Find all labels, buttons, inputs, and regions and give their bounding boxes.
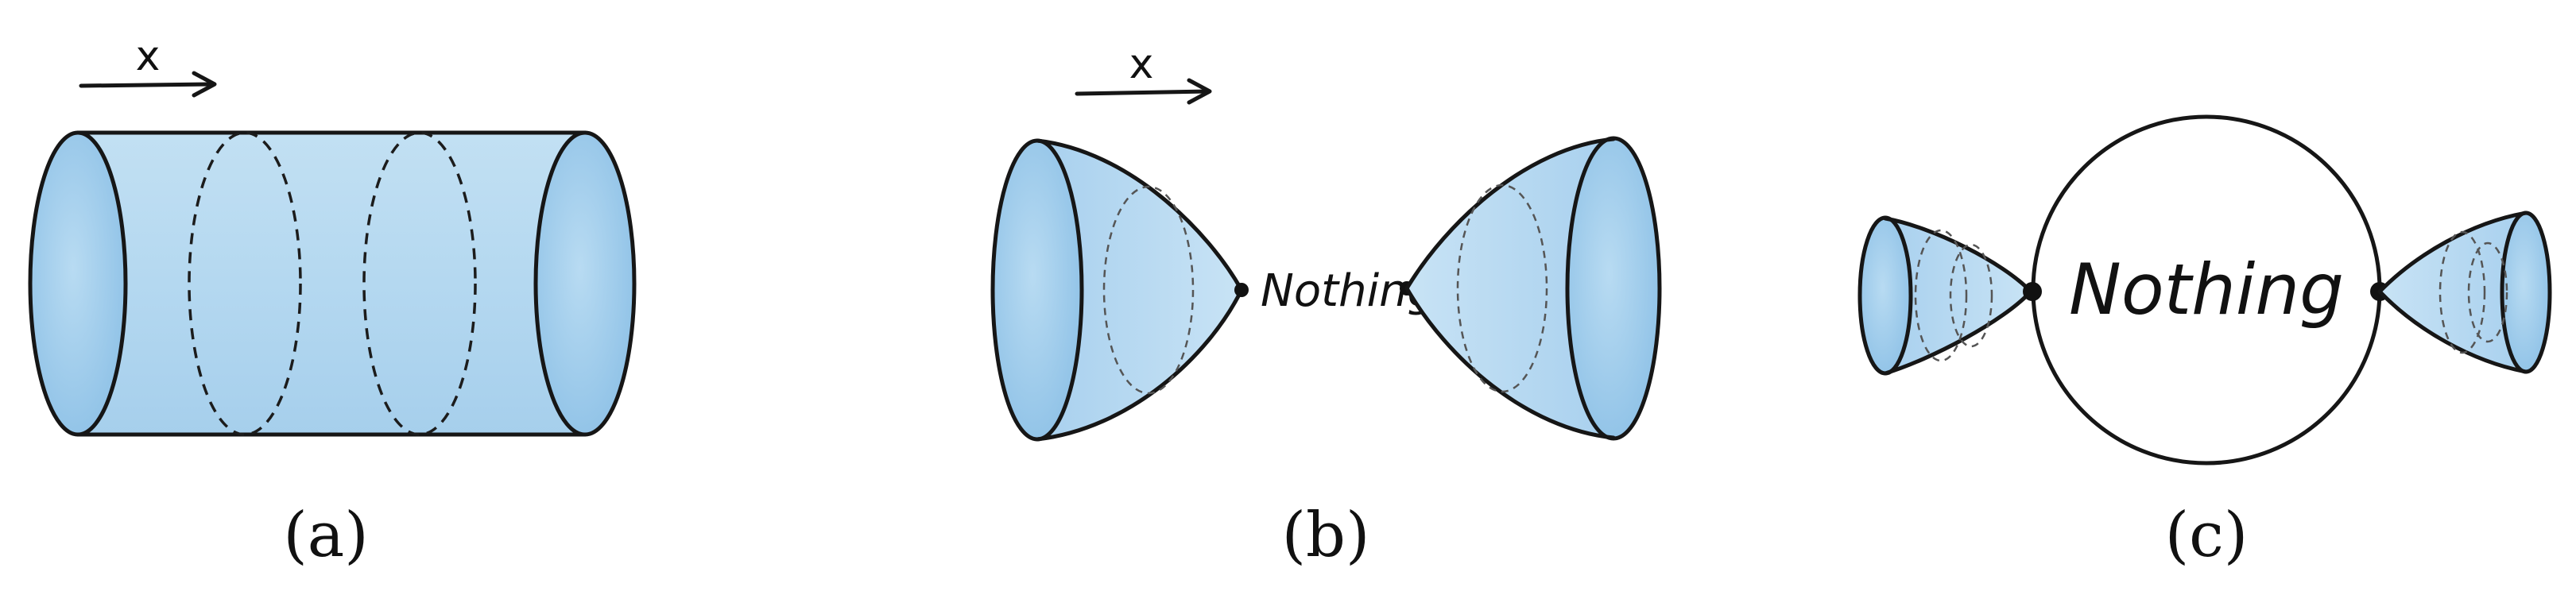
- caption-a: (a): [283, 500, 368, 571]
- right-cone: [1404, 136, 1662, 441]
- left-small-cone: [1857, 215, 2033, 376]
- x-axis-label: x: [136, 33, 161, 80]
- right-cone-cross-section: [1456, 184, 1548, 393]
- panel-a: x (a): [28, 33, 637, 571]
- caption-c: (c): [2165, 500, 2249, 571]
- right-small-cone: [2377, 211, 2552, 374]
- cylinder-body: [78, 132, 622, 435]
- cross-section-1: [188, 131, 302, 436]
- left-cone-body: [1037, 140, 1242, 439]
- x-direction-arrow: x: [1075, 41, 1212, 105]
- panel-b: x Nothing (b): [990, 41, 1662, 571]
- left-cone: [990, 138, 1244, 442]
- caption-b: (b): [1282, 500, 1370, 571]
- left-pinch-point: [1234, 283, 1249, 297]
- nothing-sphere-label: Nothing: [2069, 249, 2344, 330]
- panel-c: Nothing (c): [1857, 114, 2552, 571]
- cross-section-2: [362, 131, 477, 436]
- cylinder-left-cap: [30, 133, 126, 435]
- cylinder: [28, 130, 637, 437]
- x-axis-label: x: [1129, 41, 1154, 88]
- cylinder-right-cap: [536, 133, 634, 435]
- left-cone-cross-section: [1102, 185, 1195, 395]
- left-contact-point: [2023, 282, 2042, 301]
- right-cone-body: [1407, 138, 1613, 439]
- x-direction-arrow: x: [79, 33, 217, 98]
